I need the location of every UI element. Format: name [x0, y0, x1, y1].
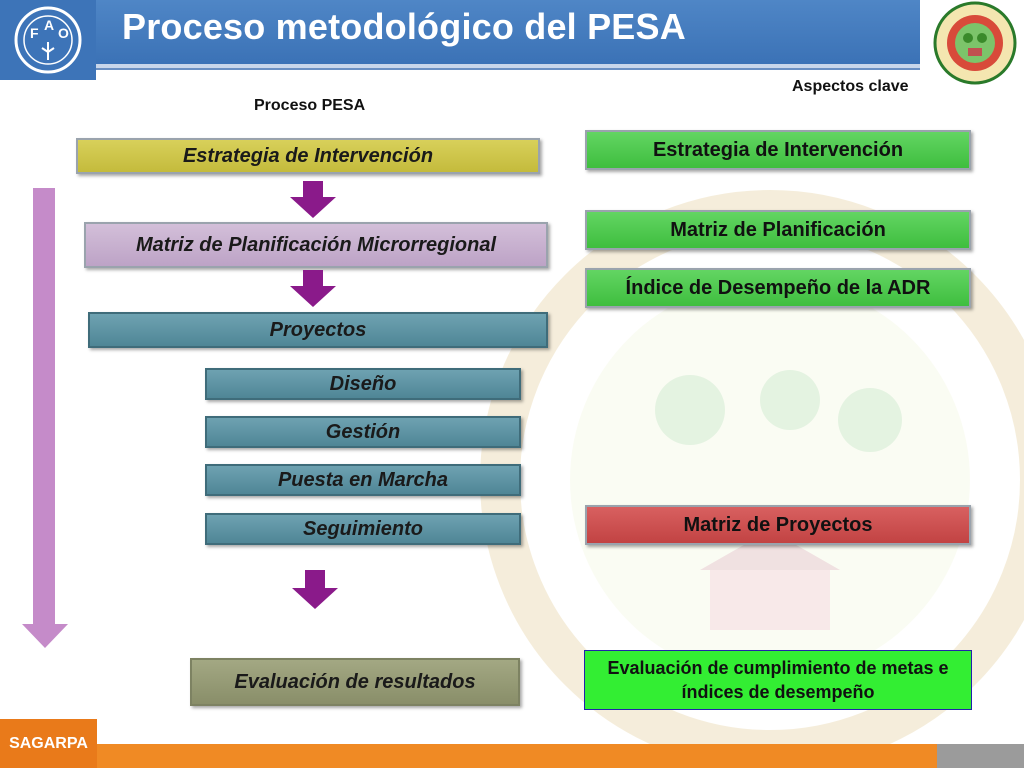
footer-bar — [97, 744, 937, 768]
pesa-seal-icon — [933, 1, 1017, 85]
substep-monitoring-label: Seguimiento — [302, 517, 423, 540]
substep-launch-label: Puesta en Marcha — [277, 468, 449, 491]
down-arrow-icon — [290, 181, 336, 218]
header-bar — [96, 0, 920, 64]
aspect-strategy: Estrategia de Intervención — [585, 130, 971, 170]
aspect-performance-index-label: Índice de Desempeño de la ADR — [625, 276, 931, 299]
footer-bar-end — [937, 744, 1024, 768]
process-step-evaluation: Evaluación de resultados — [190, 658, 520, 706]
header-divider — [96, 64, 920, 68]
aspect-project-matrix-label: Matriz de Proyectos — [683, 513, 873, 536]
header-divider-2 — [96, 68, 920, 70]
aspect-planning-matrix: Matriz de Planificación — [585, 210, 971, 250]
aspect-performance-index: Índice de Desempeño de la ADR — [585, 268, 971, 308]
svg-text:O: O — [58, 25, 69, 41]
aspect-strategy-label: Estrategia de Intervención — [652, 138, 904, 161]
substep-design: Diseño — [205, 368, 521, 400]
timeline-arrow-icon — [22, 188, 68, 648]
aspect-goal-evaluation-label: Evaluación de cumplimiento de metas e ín… — [607, 658, 949, 702]
svg-text:F: F — [30, 25, 39, 41]
sagarpa-logo-text: SAGARPA — [9, 734, 88, 752]
aspect-goal-evaluation: Evaluación de cumplimiento de metas e ín… — [584, 650, 972, 710]
substep-design-label: Diseño — [329, 372, 397, 395]
down-arrow-icon — [290, 270, 336, 307]
process-heading: Proceso PESA — [254, 97, 366, 114]
down-arrow-icon — [292, 570, 338, 609]
process-step-strategy: Estrategia de Intervención — [76, 138, 540, 174]
substep-monitoring: Seguimiento — [205, 513, 521, 545]
process-step-projects-label: Proyectos — [269, 318, 367, 341]
key-aspects-heading: Aspectos clave — [792, 78, 909, 95]
process-step-matrix: Matriz de Planificación Microrregional — [84, 222, 548, 268]
fao-logo-icon: F A O — [14, 6, 82, 74]
substep-launch: Puesta en Marcha — [205, 464, 521, 496]
sagarpa-logo: SAGARPA — [0, 719, 97, 768]
process-step-evaluation-label: Evaluación de resultados — [234, 670, 476, 693]
process-step-strategy-label: Estrategia de Intervención — [182, 144, 434, 167]
aspect-planning-matrix-label: Matriz de Planificación — [670, 218, 886, 241]
svg-text:A: A — [44, 17, 54, 33]
page-title: Proceso metodológico del PESA — [122, 6, 686, 47]
substep-management: Gestión — [205, 416, 521, 448]
substep-management-label: Gestión — [325, 420, 401, 443]
process-step-projects: Proyectos — [88, 312, 548, 348]
process-step-matrix-label: Matriz de Planificación Microrregional — [135, 233, 497, 256]
aspect-project-matrix: Matriz de Proyectos — [585, 505, 971, 545]
fao-logo-panel: F A O — [0, 0, 96, 80]
